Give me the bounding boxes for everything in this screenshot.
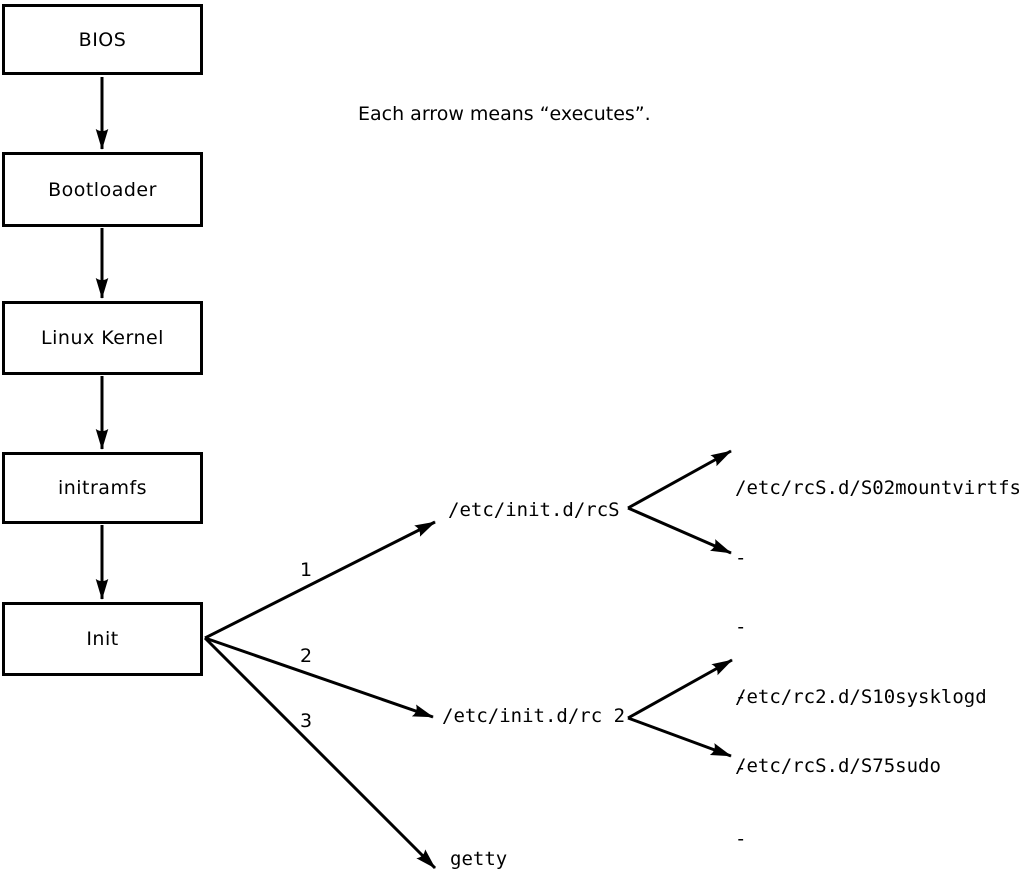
node-init: Init	[2, 602, 203, 676]
legend-note: Each arrow means “executes”.	[358, 103, 651, 125]
rcs-ellipsis-dash: -	[735, 546, 747, 569]
edge-label-2: 2	[300, 645, 313, 667]
rcs-script-s75sudo: /etc/rcS.d/S75sudo	[735, 755, 941, 777]
node-bootloader-label: Bootloader	[48, 178, 157, 201]
arrow-rcs-to-s02mountvirtfs	[627, 449, 732, 510]
arrow-rc2-to-s10sysklogd	[627, 658, 733, 720]
edge-label-3: 3	[300, 710, 313, 732]
node-etc-init-d-rc2: /etc/init.d/rc 2	[442, 705, 626, 727]
arrow-rcs-to-s75sudo	[627, 506, 732, 555]
edge-label-1: 1	[300, 559, 313, 581]
rc2-scripts-column: /etc/rc2.d/S10sysklogd - - - /etc/rc2.d/…	[735, 640, 987, 875]
node-linux-kernel: Linux Kernel	[2, 301, 203, 375]
node-etc-init-d-rcs: /etc/init.d/rcS	[448, 499, 620, 521]
rc2-ellipsis-dash: -	[735, 827, 747, 850]
arrow-init-to-getty	[203, 636, 437, 870]
node-bios-label: BIOS	[78, 28, 127, 51]
rcs-ellipsis-dash: -	[735, 616, 747, 638]
rc2-script-s10sysklogd: /etc/rc2.d/S10sysklogd	[735, 686, 987, 708]
node-init-label: Init	[86, 628, 119, 650]
arrow-init-to-rcs	[204, 520, 436, 640]
node-linux-kernel-label: Linux Kernel	[41, 327, 164, 349]
arrow-rc2-to-s99gdm	[627, 716, 732, 758]
arrow-init-to-rc2	[204, 636, 434, 719]
rcs-ellipsis-dash: -	[735, 685, 747, 708]
node-bootloader: Bootloader	[2, 152, 203, 227]
node-initramfs-label: initramfs	[57, 477, 148, 499]
rcs-script-s02mountvirtfs: /etc/rcS.d/S02mountvirtfs	[735, 477, 1021, 499]
rcs-scripts-column: /etc/rcS.d/S02mountvirtfs - - - /etc/rcS…	[735, 432, 1021, 824]
node-initramfs: initramfs	[2, 452, 203, 524]
node-bios: BIOS	[2, 4, 203, 75]
rc2-ellipsis-dash: -	[735, 756, 747, 779]
node-getty: getty	[450, 848, 508, 870]
